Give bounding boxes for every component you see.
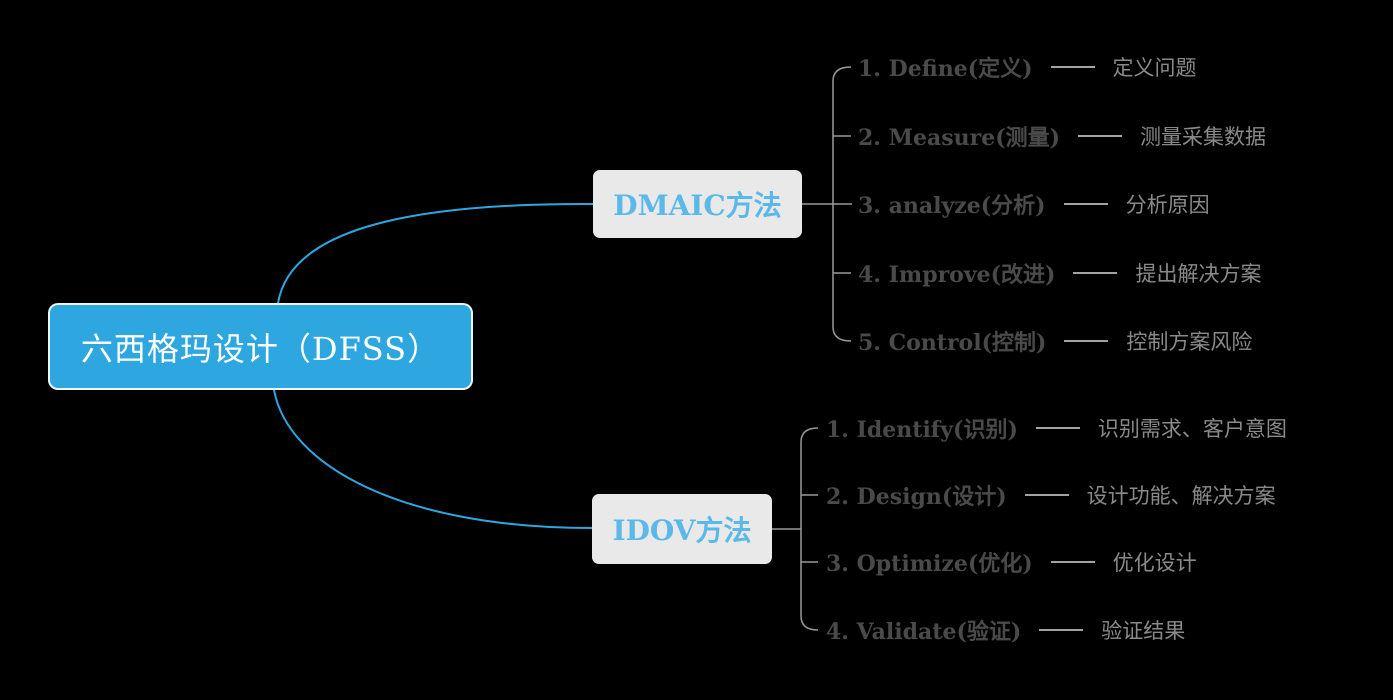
subtopic-row-control: 5. Control(控制) 控制方案风险 — [858, 325, 1252, 357]
subtopic-label[interactable]: 2. Design(设计) — [826, 484, 1007, 510]
idov-bracket-spine — [800, 427, 819, 631]
subtopic-desc[interactable]: 控制方案风险 — [1126, 330, 1253, 354]
branch-topic-dmaic-label: DMAIC方法 — [613, 189, 782, 222]
subtopic-row-analyze: 3. analyze(分析) 分析原因 — [858, 188, 1210, 220]
subtopic-label[interactable]: 3. Optimize(优化) — [826, 551, 1033, 577]
subtopic-label[interactable]: 1. Identify(识别) — [826, 417, 1018, 443]
root-topic[interactable]: 六西格玛设计（DFSS） — [48, 303, 473, 390]
subtopic-connector-dash — [1073, 272, 1118, 274]
subtopic-desc[interactable]: 识别需求、客户意图 — [1097, 417, 1287, 441]
subtopic-connector-dash — [1064, 340, 1109, 342]
subtopic-desc[interactable]: 分析原因 — [1125, 193, 1210, 217]
root-to-idov-connector — [273, 389, 593, 529]
root-topic-label: 六西格玛设计（DFSS） — [80, 329, 441, 368]
root-to-dmaic-connector — [277, 202, 594, 304]
subtopic-desc[interactable]: 设计功能、解决方案 — [1086, 484, 1276, 508]
subtopic-connector-dash — [1063, 203, 1108, 205]
subtopic-connector-dash — [1035, 427, 1080, 429]
branch-topic-dmaic[interactable]: DMAIC方法 — [593, 170, 802, 238]
subtopic-row-validate: 4. Validate(验证) 验证结果 — [826, 614, 1185, 646]
subtopic-connector-dash — [1078, 135, 1123, 137]
subtopic-row-identify: 1. Identify(识别) 识别需求、客户意图 — [826, 412, 1287, 444]
subtopic-connector-dash — [1050, 561, 1095, 563]
subtopic-label[interactable]: 2. Measure(测量) — [858, 125, 1061, 151]
subtopic-connector-dash — [1039, 629, 1084, 631]
subtopic-desc[interactable]: 优化设计 — [1112, 551, 1197, 575]
subtopic-row-measure: 2. Measure(测量) 测量采集数据 — [858, 120, 1266, 152]
subtopic-row-define: 1. Define(定义) 定义问题 — [858, 51, 1197, 83]
subtopic-desc[interactable]: 验证结果 — [1101, 619, 1186, 643]
subtopic-connector-dash — [1050, 66, 1095, 68]
subtopic-desc[interactable]: 提出解决方案 — [1135, 262, 1262, 286]
subtopic-desc[interactable]: 测量采集数据 — [1140, 125, 1267, 149]
subtopic-label[interactable]: 5. Control(控制) — [858, 330, 1047, 356]
subtopic-label[interactable]: 4. Validate(验证) — [826, 619, 1022, 645]
subtopic-row-optimize: 3. Optimize(优化) 优化设计 — [826, 546, 1197, 578]
subtopic-row-design: 2. Design(设计) 设计功能、解决方案 — [826, 479, 1276, 511]
subtopic-label[interactable]: 1. Define(定义) — [858, 56, 1033, 82]
subtopic-label[interactable]: 3. analyze(分析) — [858, 193, 1046, 219]
dmaic-bracket-spine — [832, 66, 852, 342]
branch-topic-idov-label: IDOV方法 — [612, 514, 752, 547]
subtopic-label[interactable]: 4. Improve(改进) — [858, 262, 1056, 288]
subtopic-connector-dash — [1024, 494, 1069, 496]
subtopic-row-improve: 4. Improve(改进) 提出解决方案 — [858, 257, 1261, 289]
branch-topic-idov[interactable]: IDOV方法 — [592, 494, 772, 564]
subtopic-desc[interactable]: 定义问题 — [1112, 56, 1197, 80]
